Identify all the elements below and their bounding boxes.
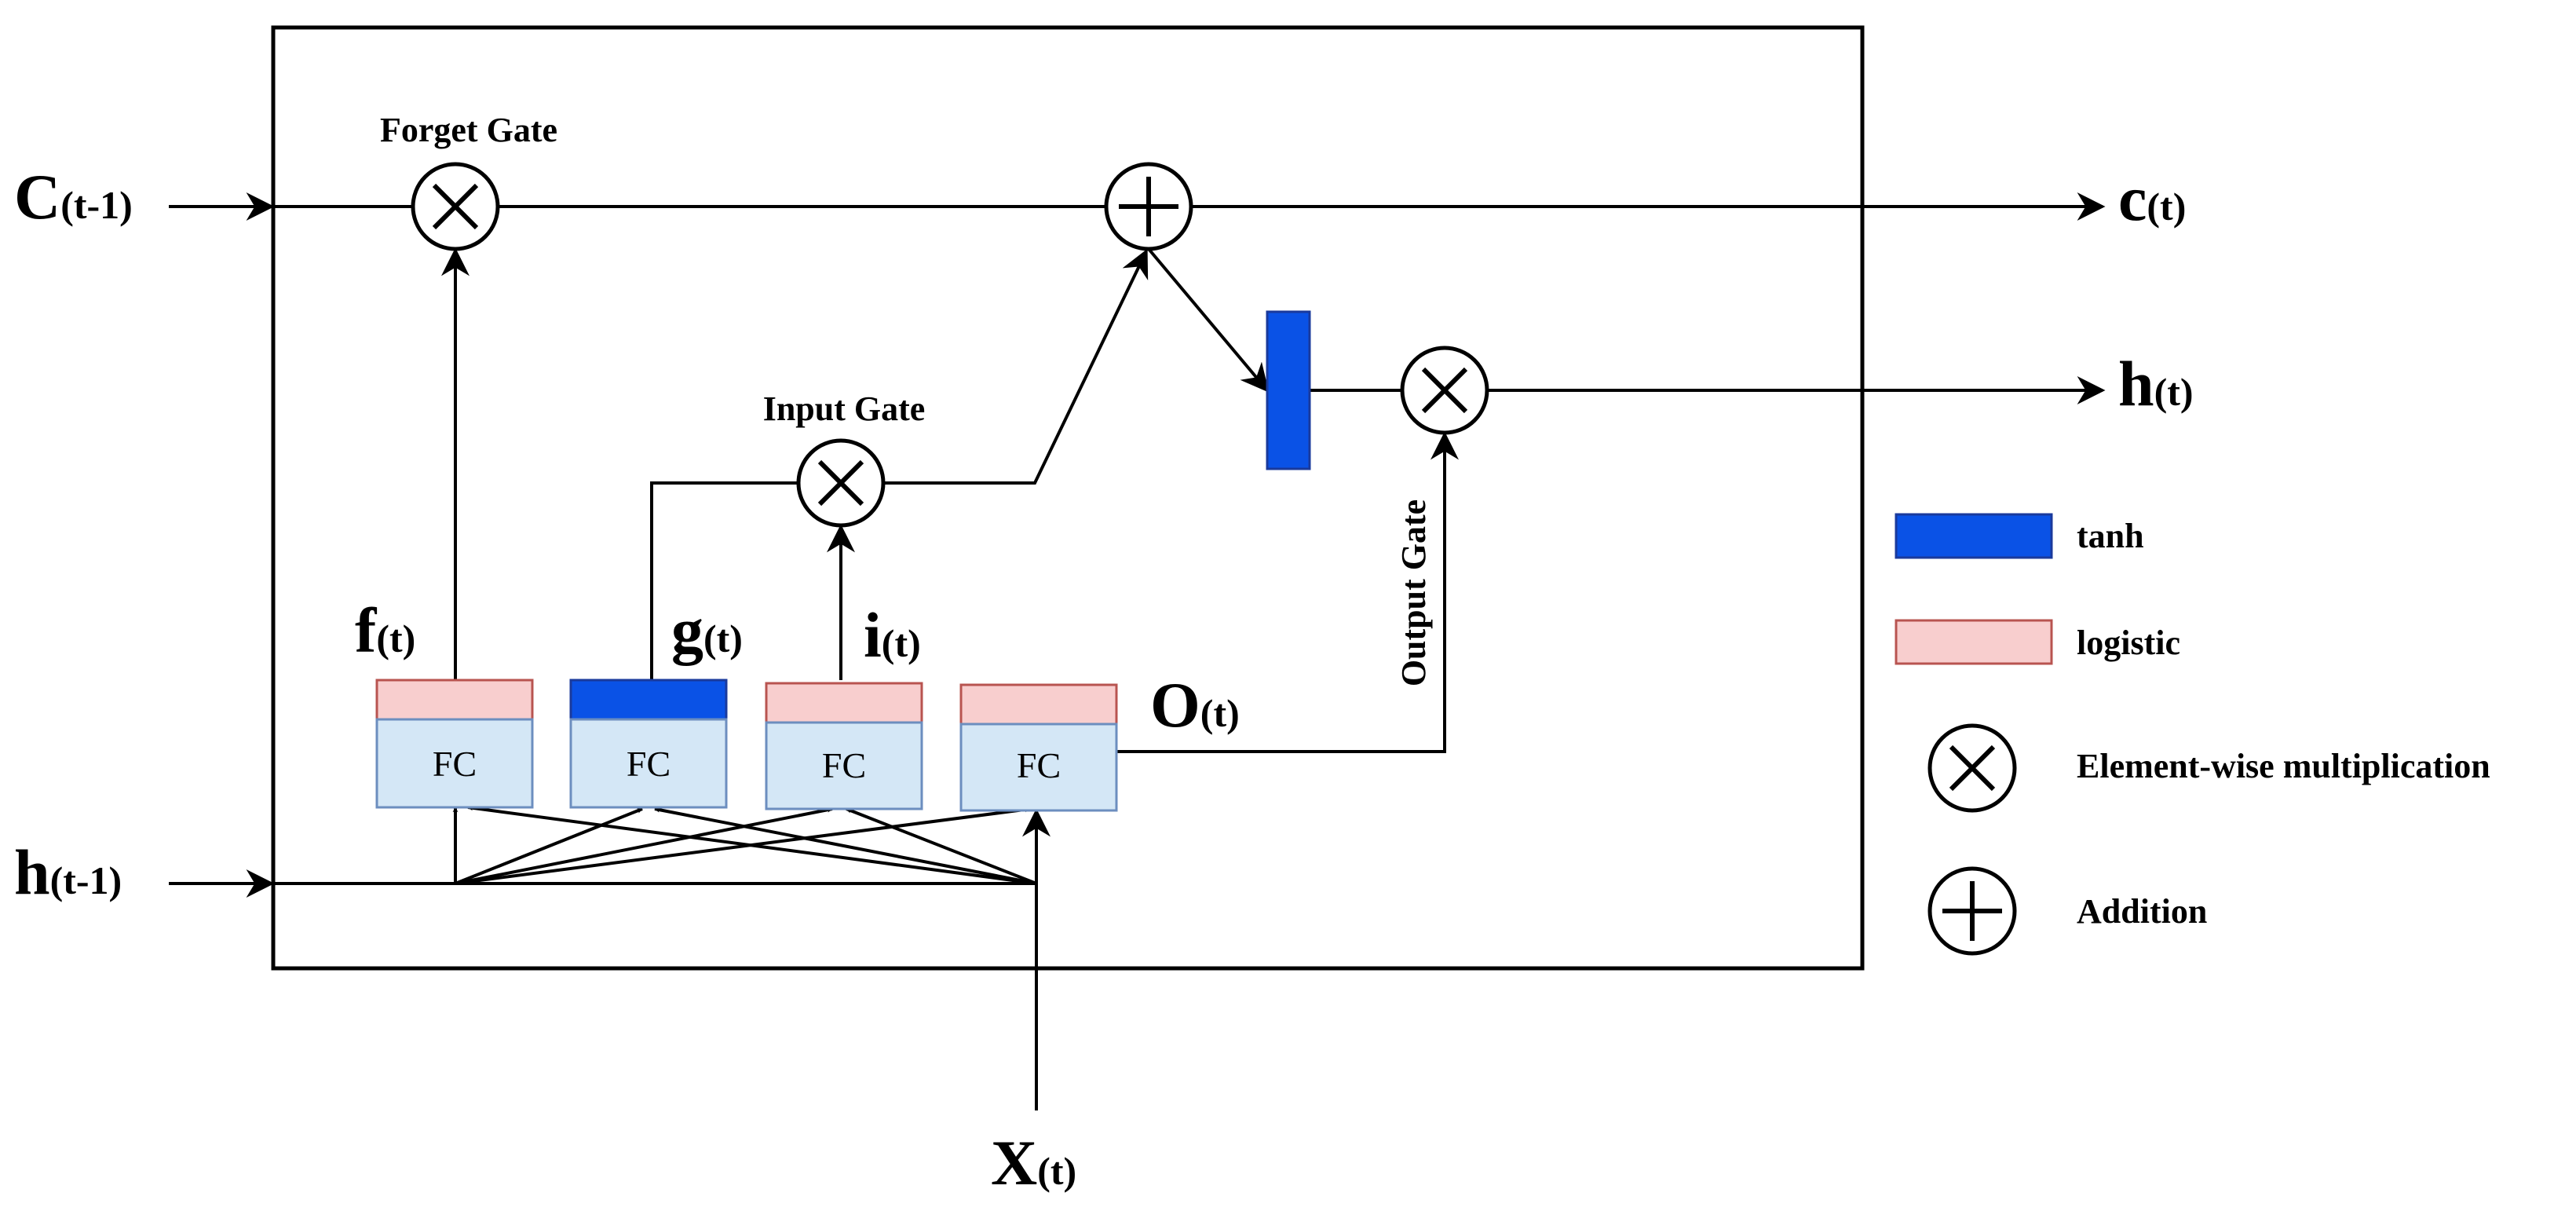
- o-t-label: O(t): [1150, 669, 1240, 741]
- cell-state-addition: [1104, 162, 1193, 251]
- fc-label: FC: [433, 744, 477, 784]
- g-t-label: g(t): [671, 595, 743, 666]
- h-prev-label: h(t-1): [14, 836, 122, 908]
- add-to-tanh-wire: [1147, 247, 1270, 393]
- fc-block-forget: FC: [375, 679, 534, 809]
- fc-box: [375, 718, 534, 809]
- x-t-label: X(t): [991, 1127, 1076, 1198]
- x-fan-fc2: [654, 807, 1037, 885]
- activation-logistic: [375, 679, 534, 721]
- h-fan-fc4: [455, 807, 1031, 885]
- wires: [169, 192, 2106, 1110]
- tanh-activation-block: [1266, 310, 1311, 470]
- legend: tanh logistic Element-wise multiplicatio…: [1895, 513, 2490, 956]
- o-to-output-gate-wire: [1116, 431, 1459, 753]
- x-fan-fc3: [846, 807, 1037, 885]
- h-fan-fc3: [455, 807, 833, 885]
- i-t-label: i(t): [864, 599, 921, 671]
- legend-item-tanh: tanh: [1895, 513, 2144, 559]
- h-fan-fc2: [455, 807, 643, 885]
- forget-gate-multiply: [411, 162, 500, 251]
- activation-logistic: [765, 682, 923, 724]
- fc-box: [959, 723, 1118, 812]
- legend-tanh-swatch: [1895, 513, 2053, 559]
- output-gate-label: Output Gate: [1394, 499, 1433, 686]
- cell-boundary: [271, 25, 1865, 971]
- input-to-add-wire: [883, 248, 1149, 485]
- legend-logistic-swatch: [1895, 619, 2053, 665]
- fc-label: FC: [822, 745, 866, 785]
- fc-label: FC: [1017, 745, 1061, 785]
- forget-gate-label: Forget Gate: [380, 111, 557, 149]
- fc-box: [765, 721, 923, 810]
- f-t-label: f(t): [355, 595, 415, 666]
- fc-label: FC: [627, 744, 670, 784]
- legend-item-addition: Addition: [1927, 866, 2207, 956]
- fc-box: [569, 718, 728, 809]
- output-gate-multiply: [1400, 346, 1489, 435]
- fc-block-input: FC: [765, 682, 923, 810]
- c-t-label: c(t): [2118, 163, 2186, 234]
- fc-block-output: FC: [959, 683, 1118, 812]
- h-t-label: h(t): [2118, 348, 2194, 419]
- legend-addition-label: Addition: [2077, 892, 2207, 931]
- input-gate-multiply: [796, 438, 886, 528]
- legend-tanh-label: tanh: [2077, 517, 2144, 555]
- legend-logistic-label: logistic: [2077, 624, 2180, 662]
- activation-tanh: [569, 679, 728, 721]
- fc-block-candidate: FC: [569, 679, 728, 809]
- legend-item-logistic: logistic: [1895, 619, 2180, 665]
- activation-logistic: [959, 683, 1118, 726]
- legend-multiplication-label: Element-wise multiplication: [2077, 747, 2490, 785]
- c-prev-label: C(t-1): [14, 161, 133, 232]
- input-gate-label: Input Gate: [763, 390, 926, 428]
- legend-item-multiplication: Element-wise multiplication: [1927, 723, 2490, 813]
- g-to-input-gate-wire: [650, 481, 798, 680]
- x-fan-fc1: [467, 805, 1037, 885]
